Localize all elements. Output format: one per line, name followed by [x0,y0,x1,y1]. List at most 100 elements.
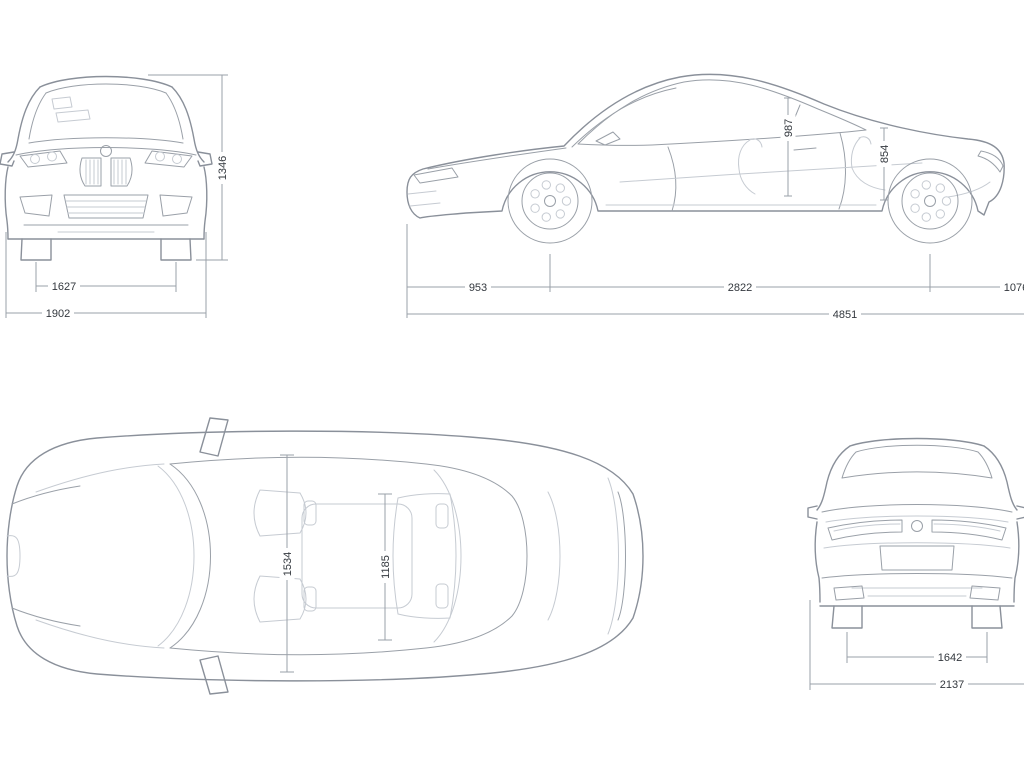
taillight-left [827,519,903,541]
rim-front [521,172,579,230]
windshield-inner-line [571,87,677,148]
rear-window [841,444,993,479]
side-view-dimensions: 953 2822 1076 4851 [406,224,1024,321]
headlight-left [19,150,68,168]
door-seam-front [667,146,677,212]
dim-label-bg [1000,280,1024,294]
dim-label-bg [48,279,80,293]
rear-wheel-left [831,605,863,629]
top-mirror-top [199,417,229,457]
rear-mirror-left [807,505,818,520]
headlight-right [144,150,193,168]
hub-rear [924,195,936,207]
door-handle [793,147,817,151]
rear-c-pillar-left [816,445,851,511]
dim-label-bg [876,141,892,167]
rear-mirror-right [1016,505,1024,520]
dim-top-front-interior-width: 1534 [282,552,294,576]
rear-shoulder-line [821,504,1013,513]
rear-body-side-left [814,521,821,603]
rear-seat-profile [850,136,886,191]
dim-label-bg [829,307,861,321]
dim-front-height: 1346 [217,156,229,180]
dim-side-rear-overhang: 1076 [1004,282,1024,294]
bumper-side-intake-left [19,194,53,217]
bumper-center-intake [63,194,149,219]
taillight-left-inner [833,523,901,532]
hood-crease-top [35,463,165,493]
trunk-crease [823,542,1011,549]
rear-bench-plan [392,493,457,619]
dim-rear-track: 1642 [938,652,962,664]
rear-roof [849,437,985,447]
rear-view [807,437,1024,629]
cowl-line [28,137,184,144]
nose-line-top [11,485,81,505]
bmw-roundel [100,145,112,157]
dim-rear-width: 2137 [940,679,964,691]
headlight-right-lens-inner [155,151,165,162]
exhaust-left [833,585,865,601]
front-a-pillar-left [7,86,41,163]
taillight-right [931,519,1007,541]
dim-side-rear-headroom: 854 [879,145,891,163]
front-headroom-dim-line [784,97,792,197]
rear-body-side-right [1013,521,1020,603]
rear-interior-width-label: 1185 [377,551,393,583]
dim-side-wheelbase: 2822 [728,282,752,294]
top-rear-window-arc [425,463,528,649]
top-view: 1534 1185 [6,417,644,695]
rear-view-dimensions: 1642 2137 [809,600,1024,691]
nose-line-bottom [11,607,81,627]
side-mirror [595,131,621,146]
dim-label-bg [377,551,393,583]
front-wheel-right [160,238,192,261]
grille-right-bars [113,159,127,185]
shoulder-line [15,147,197,156]
front-headroom-label: 987 [780,115,796,141]
dim-top-rear-interior-width: 1185 [380,555,392,579]
rear-wheel-right [971,605,1003,629]
dim-side-length: 4851 [833,309,857,321]
side-headlight [413,167,459,184]
front-view [0,75,213,261]
headlight-right-lens-outer [172,154,182,164]
front-view-dimensions: 1346 1627 1902 [5,74,230,320]
windshield-outline [45,83,167,94]
front-a-pillar-right [171,86,205,163]
dim-side-front-headroom: 987 [783,119,795,137]
top-windshield-arc [169,463,211,649]
top-body-outline [6,430,644,682]
roof-reflection-1 [51,96,73,110]
rear-c-pillar-right [983,445,1018,511]
front-interior-width-label: 1534 [279,548,295,580]
mirror-right [197,151,213,167]
dim-label-bg [42,306,74,320]
top-kidney-hint [6,535,21,577]
front-wheel-left [20,238,52,261]
license-plate-recess [879,545,955,571]
top-rear-window-inner [433,469,462,643]
hub-front [544,195,556,207]
spokes-front [530,180,572,222]
mirror-left [0,151,15,167]
hood-crease-bottom [35,619,165,649]
windshield-pillar-right [165,92,184,140]
front-body-side-right [203,166,208,240]
side-view: 987 854 [406,73,1005,244]
hood-seam [427,147,567,170]
front-seat-profile [738,138,763,195]
rear-bumper-crease [821,573,1013,579]
top-taillight-arc [617,491,626,621]
front-roof [39,75,173,88]
grille-left-bars [85,159,99,185]
top-cowl-arc [157,465,195,647]
rear-deck-arc [607,477,619,635]
height-label: 1346 [214,152,230,184]
exhaust-right [969,585,1001,601]
side-taillight [977,150,1004,173]
dim-front-track: 1627 [52,281,76,293]
dim-label-bg [724,280,756,294]
